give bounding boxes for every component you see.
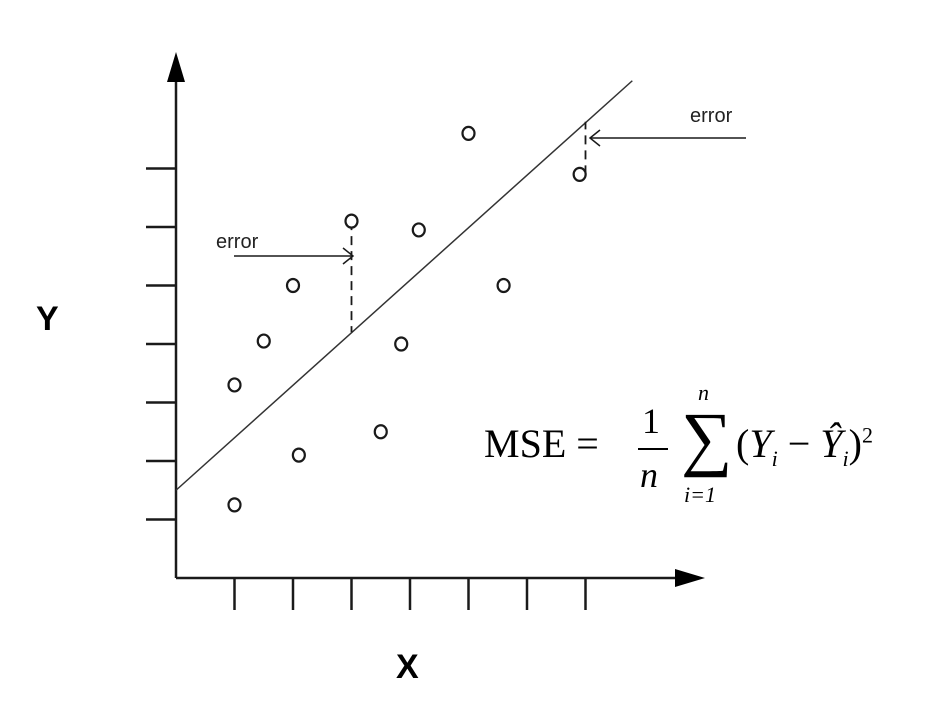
formula-lhs: MSE = — [484, 421, 599, 466]
data-point — [227, 377, 242, 393]
x-axis-title: X — [396, 648, 419, 686]
regression-fit — [175, 80, 633, 491]
residual-markers — [350, 121, 587, 333]
right-error-label: error — [690, 105, 733, 127]
regression-line — [175, 80, 633, 491]
formula-y-hat: Ŷ — [820, 421, 843, 466]
right-error-annotation: error — [588, 105, 746, 147]
tick-marks — [146, 167, 587, 610]
data-point — [394, 336, 409, 352]
data-point — [256, 333, 271, 349]
right-error-arrow-head — [588, 129, 601, 147]
formula-y-subscript: i — [771, 446, 778, 471]
x-axis-arrowhead — [675, 569, 705, 587]
data-point — [285, 277, 301, 294]
formula-y-hat-subscript: i — [842, 446, 849, 471]
data-point — [411, 222, 426, 238]
formula-y: Y — [749, 421, 772, 466]
data-point — [291, 447, 306, 463]
formula-fraction-bar — [638, 448, 668, 450]
axes — [167, 52, 705, 587]
formula-close-paren: ) — [848, 421, 862, 466]
formula-minus: − — [777, 421, 821, 466]
formula-exponent: 2 — [861, 422, 873, 448]
formula-sum-upper-limit: n — [698, 380, 709, 405]
data-point — [461, 125, 476, 141]
left-error-annotation: error — [216, 231, 355, 265]
left-error-label: error — [216, 231, 259, 253]
formula-summand: (Yi − Ŷi)2 — [736, 420, 873, 472]
formula-fraction-denominator: n — [640, 455, 658, 495]
formula-sum-lower-limit: i=1 — [684, 482, 716, 507]
data-point — [572, 166, 587, 182]
data-point — [373, 424, 388, 440]
data-point — [496, 277, 511, 294]
formula-fraction-numerator: 1 — [642, 401, 660, 441]
formula-open-paren: ( — [736, 421, 750, 466]
left-error-arrow-head — [342, 247, 355, 265]
y-axis-arrowhead — [167, 52, 185, 82]
y-axis-title: Y — [36, 300, 59, 338]
mse-formula: MSE = 1 n n ∑ i=1 (Yi − Ŷi)2 — [484, 380, 934, 522]
data-point — [227, 497, 242, 513]
formula-sum-symbol: ∑ — [681, 398, 733, 478]
data-points — [227, 125, 587, 513]
data-point — [344, 213, 359, 229]
